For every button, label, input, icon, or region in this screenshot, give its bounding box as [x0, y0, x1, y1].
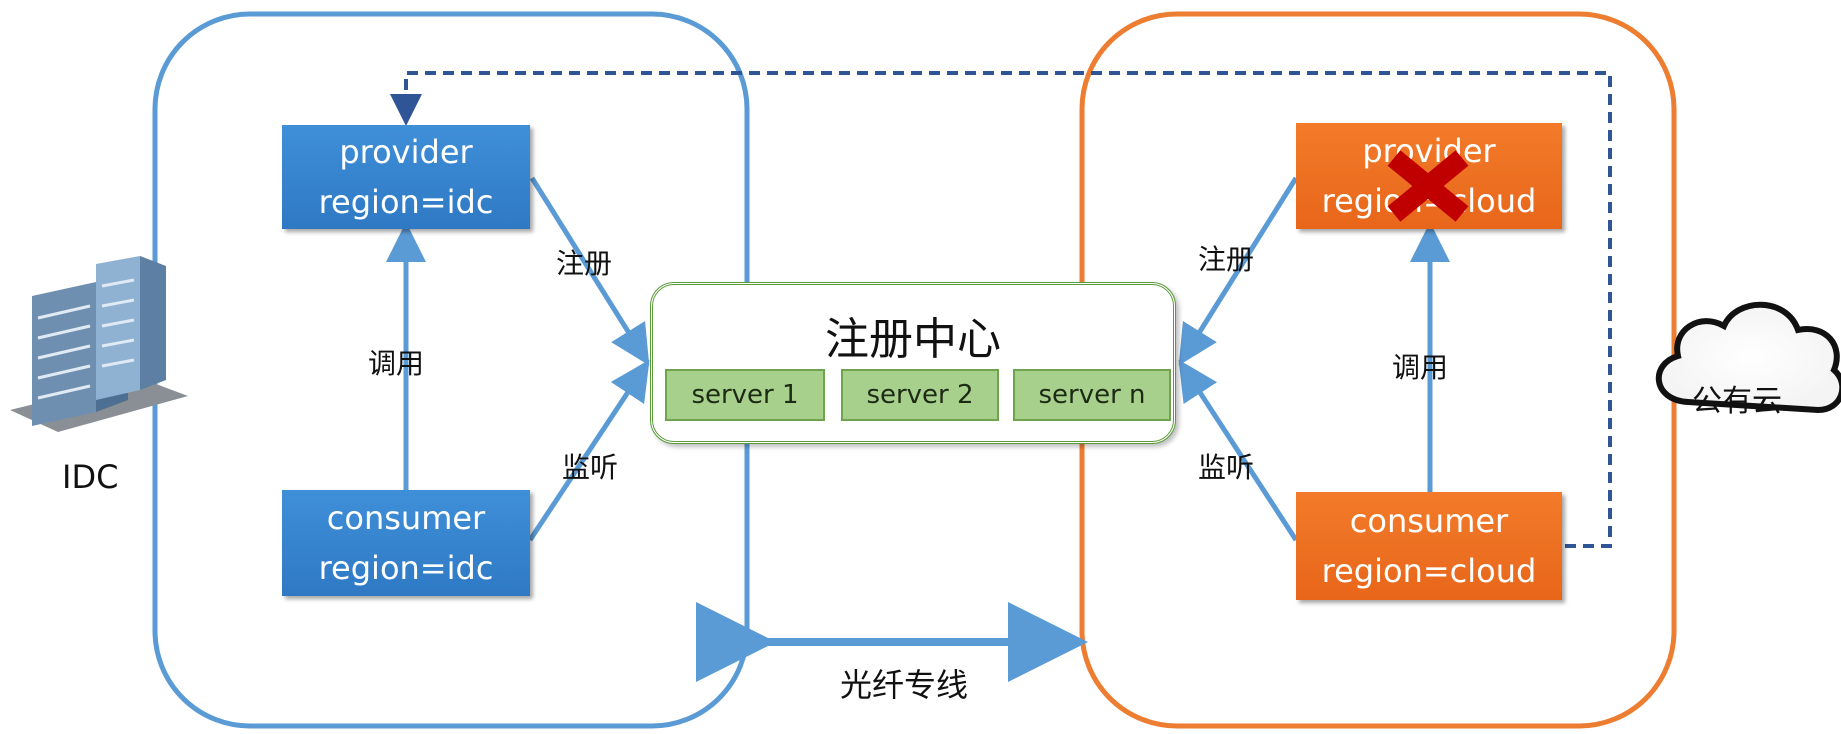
building-icon	[10, 256, 188, 432]
cloud-provider-name: provider	[1362, 132, 1496, 170]
idc-consumer-name: consumer	[326, 499, 486, 537]
registry-center: 注册中心 server 1 server 2 server n	[650, 282, 1176, 444]
server-1: server 1	[665, 369, 825, 421]
idc-provider-node: provider region=idc	[282, 125, 530, 229]
cloud-consumer-name: consumer	[1349, 502, 1509, 540]
idc-invoke-label: 调用	[368, 347, 425, 380]
idc-listen-arrow	[527, 359, 650, 542]
idc-provider-region: region=idc	[318, 183, 494, 221]
cloud-provider-label: 公有云	[1692, 384, 1782, 419]
cloud-icon	[1655, 301, 1841, 414]
idc-register-label: 注册	[556, 247, 613, 280]
cloud-register-arrow	[1178, 176, 1299, 366]
cloud-register-label: 注册	[1198, 243, 1255, 276]
cloud-provider-region: region=cloud	[1321, 182, 1537, 220]
cloud-listen-arrow	[1178, 359, 1299, 542]
cloud-consumer-region: region=cloud	[1321, 552, 1537, 590]
registry-title: 注册中心	[825, 314, 1001, 365]
server-n: server n	[1013, 369, 1171, 421]
server-2: server 2	[841, 369, 999, 421]
idc-label: IDC	[62, 458, 119, 496]
idc-provider-name: provider	[339, 133, 473, 171]
idc-consumer-node: consumer region=idc	[282, 490, 530, 596]
idc-consumer-region: region=idc	[318, 549, 494, 587]
idc-listen-label: 监听	[562, 451, 619, 484]
idc-register-arrow	[529, 176, 650, 366]
cloud-invoke-label: 调用	[1392, 351, 1449, 384]
cloud-provider-node: provider region=cloud	[1296, 123, 1562, 229]
cloud-listen-label: 监听	[1198, 451, 1255, 484]
cloud-consumer-node: consumer region=cloud	[1296, 492, 1562, 600]
failover-route	[390, 71, 1612, 548]
fiber-link-label: 光纤专线	[840, 666, 969, 704]
